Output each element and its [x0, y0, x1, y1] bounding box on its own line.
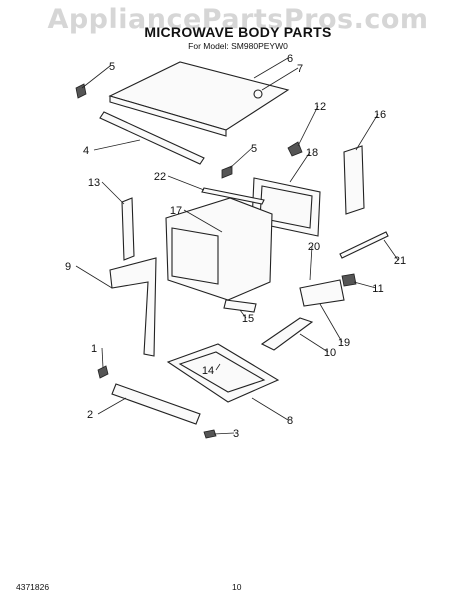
leader-line	[309, 245, 313, 281]
model-subtitle: For Model: SM980PEYW0	[188, 41, 288, 51]
leader-line	[101, 347, 104, 369]
callout-label: 11	[372, 283, 383, 295]
leader-line	[261, 67, 299, 91]
leader-line	[97, 397, 127, 415]
callout-label: 10	[324, 347, 336, 359]
callout-label: 17	[170, 205, 182, 217]
leader-line	[215, 363, 221, 371]
callout-label: 3	[233, 428, 239, 440]
front-rail	[111, 383, 201, 425]
leader-line	[299, 333, 329, 353]
callout-label: 13	[88, 177, 100, 189]
bracket-left	[75, 83, 87, 99]
callout-label: 22	[154, 171, 166, 183]
leader-line	[239, 309, 247, 319]
callout-label: 2	[87, 409, 93, 421]
leader-line	[297, 105, 319, 147]
leader-line	[93, 139, 141, 151]
hole-plug	[203, 429, 217, 439]
fan-motor	[299, 279, 345, 307]
support-bracket	[260, 317, 314, 351]
leader-line	[353, 281, 377, 289]
callout-label: 9	[65, 261, 71, 273]
leader-line	[183, 209, 223, 233]
callout-label: 7	[297, 63, 303, 75]
leader-line	[251, 397, 289, 421]
hinge-clip	[287, 141, 303, 157]
callout-label: 5	[109, 61, 115, 73]
leader-line	[101, 181, 125, 205]
rear-vent-panel	[343, 145, 365, 215]
bracket-right	[221, 165, 233, 179]
callout-label: 16	[374, 109, 386, 121]
side-panel	[109, 257, 157, 357]
trim-channel-left	[99, 111, 205, 165]
door-switch	[341, 273, 357, 287]
leader-line	[383, 239, 399, 261]
seal-strip	[339, 231, 389, 259]
callout-label: 1	[91, 343, 97, 355]
callout-label: 5	[251, 143, 257, 155]
leader-line	[355, 113, 379, 151]
leader-line	[289, 151, 311, 183]
leader-line	[167, 175, 205, 191]
leader-line	[81, 65, 111, 89]
callout-label: 18	[306, 147, 318, 159]
side-post	[121, 197, 135, 261]
top-rail	[201, 187, 265, 205]
callout-label: 21	[394, 255, 406, 267]
callout-label: 6	[287, 53, 293, 65]
leader-line	[253, 57, 289, 79]
leader-line	[213, 432, 235, 435]
callout-label: 4	[83, 145, 89, 157]
callout-label: 19	[338, 337, 350, 349]
callout-label: 14	[202, 365, 214, 377]
callout-label: 12	[314, 101, 326, 113]
leader-line	[319, 303, 343, 343]
foot-pad	[223, 299, 257, 313]
callout-label: 20	[308, 241, 320, 253]
page-number: 10	[232, 582, 242, 592]
diagram-title: MICROWAVE BODY PARTS	[144, 24, 332, 40]
leader-line	[75, 265, 113, 289]
watermark: AppliancePartsPros.com	[47, 4, 429, 35]
top-cover-plug	[253, 89, 263, 99]
callout-label: 8	[287, 415, 293, 427]
document-number: 4371826	[16, 582, 50, 592]
callout-label: 15	[242, 313, 254, 325]
leader-line	[229, 147, 253, 169]
